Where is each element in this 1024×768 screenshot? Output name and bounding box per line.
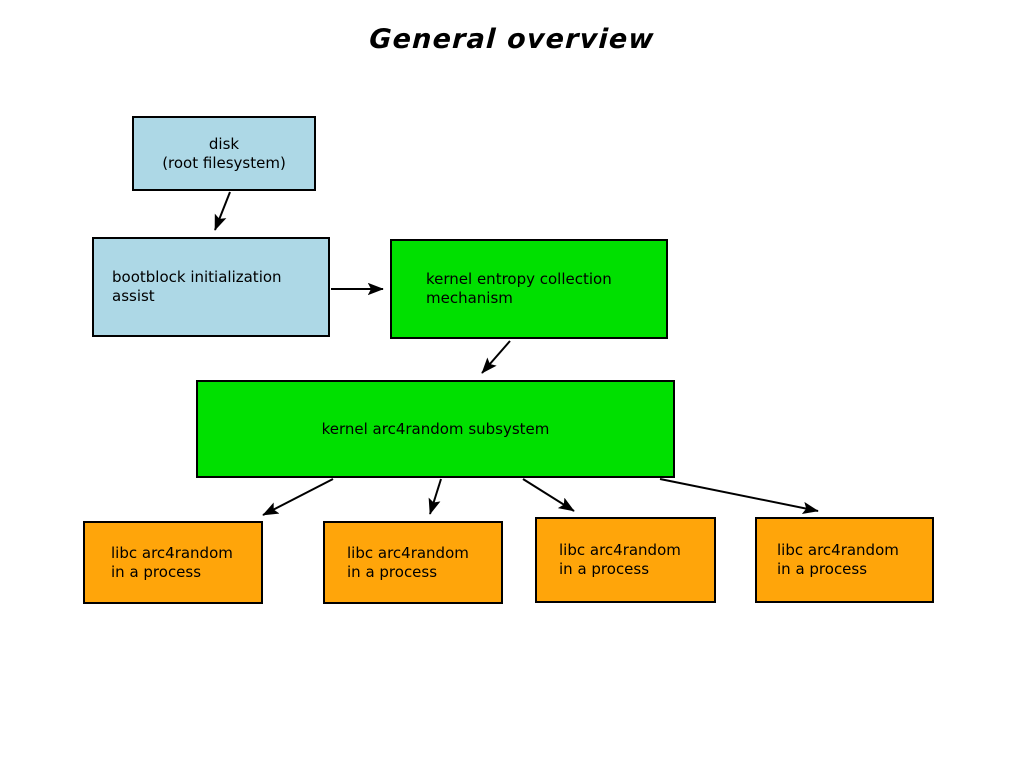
node-libc-2-label-line1: libc arc4random bbox=[347, 543, 469, 562]
node-libc-2-label-line2: in a process bbox=[347, 562, 438, 581]
edge-disk-to-bootblock bbox=[214, 191, 231, 231]
node-libc-arc4random-process-2[interactable]: libc arc4random in a process bbox=[323, 521, 503, 604]
edge-arc4random-to-libc-2 bbox=[428, 478, 442, 515]
node-libc-arc4random-process-1[interactable]: libc arc4random in a process bbox=[83, 521, 263, 604]
edge-arc4random-to-libc-1 bbox=[262, 478, 334, 516]
edge-arc4random-to-libc-4 bbox=[659, 478, 819, 515]
node-libc-arc4random-process-3[interactable]: libc arc4random in a process bbox=[535, 517, 716, 603]
node-libc-3-label-line2: in a process bbox=[559, 560, 650, 578]
edge-arc4random-to-libc-3 bbox=[522, 478, 575, 512]
node-bootblock-label-line1: bootblock initialization bbox=[112, 268, 282, 287]
page-title: General overview bbox=[368, 24, 656, 55]
node-libc-arc4random-process-4[interactable]: libc arc4random in a process bbox=[755, 517, 934, 603]
node-bootblock-label-line2: assist bbox=[112, 287, 155, 305]
node-entropy-label-line2: mechanism bbox=[426, 289, 513, 307]
node-libc-4-label-line2: in a process bbox=[777, 560, 868, 578]
node-entropy-label-line1: kernel entropy collection bbox=[426, 270, 612, 289]
node-arc4random-label-line1: kernel arc4random subsystem bbox=[321, 419, 550, 438]
node-disk[interactable]: disk (root filesystem) bbox=[132, 116, 316, 191]
node-libc-3-label-line1: libc arc4random bbox=[559, 541, 681, 560]
node-kernel-arc4random-subsystem[interactable]: kernel arc4random subsystem bbox=[196, 380, 675, 478]
node-libc-1-label-line1: libc arc4random bbox=[111, 543, 233, 562]
node-disk-label-line1: disk bbox=[208, 134, 240, 153]
node-libc-4-label-line1: libc arc4random bbox=[777, 541, 899, 560]
node-libc-1-label-line2: in a process bbox=[111, 562, 202, 581]
node-disk-label-line2: (root filesystem) bbox=[162, 153, 286, 172]
node-kernel-entropy-collection-mechanism[interactable]: kernel entropy collection mechanism bbox=[390, 239, 668, 339]
node-bootblock-initialization-assist[interactable]: bootblock initialization assist bbox=[92, 237, 330, 337]
edge-entropy-to-arc4random bbox=[481, 340, 511, 374]
